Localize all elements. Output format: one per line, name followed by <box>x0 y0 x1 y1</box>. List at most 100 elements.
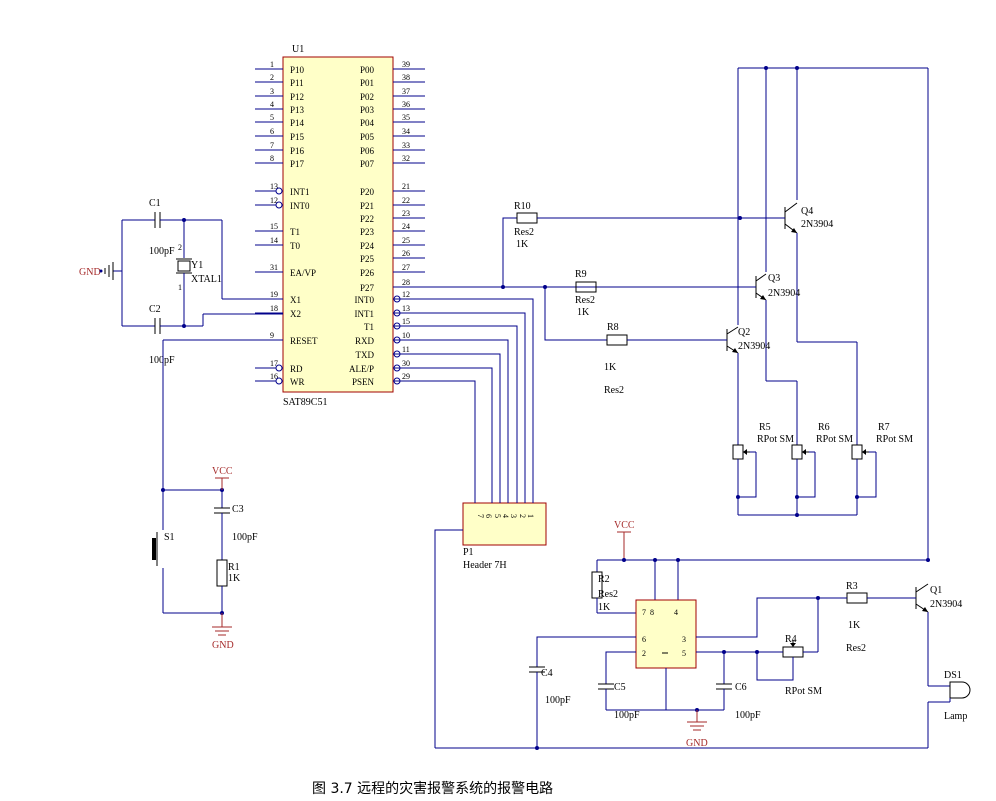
r9-type: Res2 <box>575 295 595 306</box>
mcu-pin-label: T1 <box>364 322 374 332</box>
mcu-pin-num: 4 <box>270 100 274 109</box>
gnd-bottom-label: GND <box>212 640 234 651</box>
q3-ref: Q3 <box>768 273 780 284</box>
q3-value: 2N3904 <box>768 288 800 299</box>
header-pin-num: 2 <box>518 514 527 518</box>
mcu-left-pins: 1P102P113P124P135P146P157P168P1713INT112… <box>255 60 318 387</box>
mcu-pin-label: P15 <box>290 132 305 142</box>
c3-ref: C3 <box>232 504 244 515</box>
figure-caption: 图 3.7 远程的灾害报警系统的报警电路 <box>312 781 554 797</box>
r8-ref: R8 <box>607 322 619 333</box>
mcu-pin-num: 22 <box>402 196 410 205</box>
timer-pin7: 7 <box>642 608 646 617</box>
r9-ref: R9 <box>575 269 587 280</box>
mcu-pin-label: P04 <box>360 118 375 128</box>
mcu-pin-num: 15 <box>270 222 278 231</box>
r6-value: RPot SM <box>816 434 853 445</box>
mcu-pin-num: 15 <box>402 317 410 326</box>
mcu-pin-label: P07 <box>360 159 375 169</box>
pot-r6: R6 RPot SM <box>791 422 853 515</box>
mcu-pin-num: 17 <box>270 359 278 368</box>
c1-ref: C1 <box>149 198 161 209</box>
mcu-pin-num: 13 <box>402 304 410 313</box>
vcc-right-label: VCC <box>614 520 635 531</box>
x1-pin2: 2 <box>178 243 182 252</box>
mcu-pin-num: 37 <box>402 87 410 96</box>
mcu-pin-num: 38 <box>402 73 410 82</box>
header-pin-num: 4 <box>501 514 510 518</box>
mcu-pin-label: INT0 <box>355 295 375 305</box>
mcu-pin-num: 19 <box>270 290 278 299</box>
c6-value: 100pF <box>735 710 761 721</box>
mcu-right-pins: 39P0038P0137P0236P0335P0434P0533P0632P07… <box>349 60 425 387</box>
mcu-pin-label: P17 <box>290 159 305 169</box>
mcu-pin-num: 10 <box>402 331 410 340</box>
mcu-pin-num: 13 <box>270 182 278 191</box>
mcu-pin-num: 12 <box>270 196 278 205</box>
header-pin-num: 1 <box>526 514 535 518</box>
timer-pin3: 3 <box>682 635 686 644</box>
pot-r7: R7 RPot SM <box>851 422 913 515</box>
mcu-pin-num: 24 <box>402 222 410 231</box>
mcu-pin-num: 11 <box>402 345 410 354</box>
mcu-pin-label: TXD <box>356 350 375 360</box>
mcu-pin-label: P03 <box>360 105 375 115</box>
mcu-pin-num: 16 <box>270 372 278 381</box>
mcu-pin-label: RESET <box>290 336 318 346</box>
r10-type: Res2 <box>514 227 534 238</box>
mcu-pin-num: 25 <box>402 236 410 245</box>
gnd-left-label: GND <box>79 267 101 278</box>
mcu-pin-label: P20 <box>360 187 375 197</box>
q4-ref: Q4 <box>801 206 813 217</box>
timer-pin4: 4 <box>674 608 678 617</box>
r1-value: 1K <box>228 573 241 584</box>
mcu-pin-label: X1 <box>290 295 301 305</box>
r4-ref: R4 <box>785 634 797 645</box>
r3-ref: R3 <box>846 581 858 592</box>
timer-pin6: 6 <box>642 635 646 644</box>
mcu-pin-label: P21 <box>360 201 374 211</box>
c3-value: 100pF <box>232 532 258 543</box>
r10-ref: R10 <box>514 201 531 212</box>
header-pin-num: 3 <box>509 514 518 518</box>
mcu-pin-label: P05 <box>360 132 375 142</box>
mcu-pin-num: 34 <box>402 127 410 136</box>
mcu-pin-label: P11 <box>290 78 304 88</box>
mcu-pin-num: 14 <box>270 236 278 245</box>
mcu-pin-label: RD <box>290 364 303 374</box>
header-p1-body <box>462 502 547 546</box>
gnd-right-label: GND <box>686 738 708 749</box>
r2-type: Res2 <box>598 589 618 600</box>
mcu-pin-label: T1 <box>290 227 300 237</box>
mcu-pin-num: 5 <box>270 113 274 122</box>
mcu-pin-label: ALE/P <box>349 364 374 374</box>
ds1-value: Lamp <box>944 711 967 722</box>
mcu-pin-label: P26 <box>360 268 375 278</box>
mcu-pin-num: 27 <box>402 263 410 272</box>
c1-value: 100pF <box>149 246 175 257</box>
q4-value: 2N3904 <box>801 219 833 230</box>
ds1-ref: DS1 <box>944 670 962 681</box>
r8-type: Res2 <box>604 385 624 396</box>
mcu-pin-label: T0 <box>290 241 300 251</box>
mcu-pin-num: 30 <box>402 359 410 368</box>
r5-value: RPot SM <box>757 434 794 445</box>
mcu-pin-label: WR <box>290 377 305 387</box>
vcc-left-label: VCC <box>212 466 233 477</box>
mcu-part: SAT89C51 <box>283 397 327 408</box>
mcu-pin-num: 21 <box>402 182 410 191</box>
mcu-pin-num: 35 <box>402 113 410 122</box>
header-pin-num: 6 <box>484 514 493 518</box>
mcu-body <box>282 56 394 393</box>
mcu-pin-num: 8 <box>270 154 274 163</box>
x1-value: XTAL1 <box>191 274 222 285</box>
timer-pin8: 8 <box>650 608 654 617</box>
q1-ref: Q1 <box>930 585 942 596</box>
c4-value: 100pF <box>545 695 571 706</box>
mcu-pin-label: P10 <box>290 65 305 75</box>
mcu-pin-num: 1 <box>270 60 274 69</box>
mcu-pin-num: 2 <box>270 73 274 82</box>
mcu-pin-label: P12 <box>290 92 304 102</box>
r2-value: 1K <box>598 602 611 613</box>
mcu-pin-label: INT1 <box>355 309 375 319</box>
